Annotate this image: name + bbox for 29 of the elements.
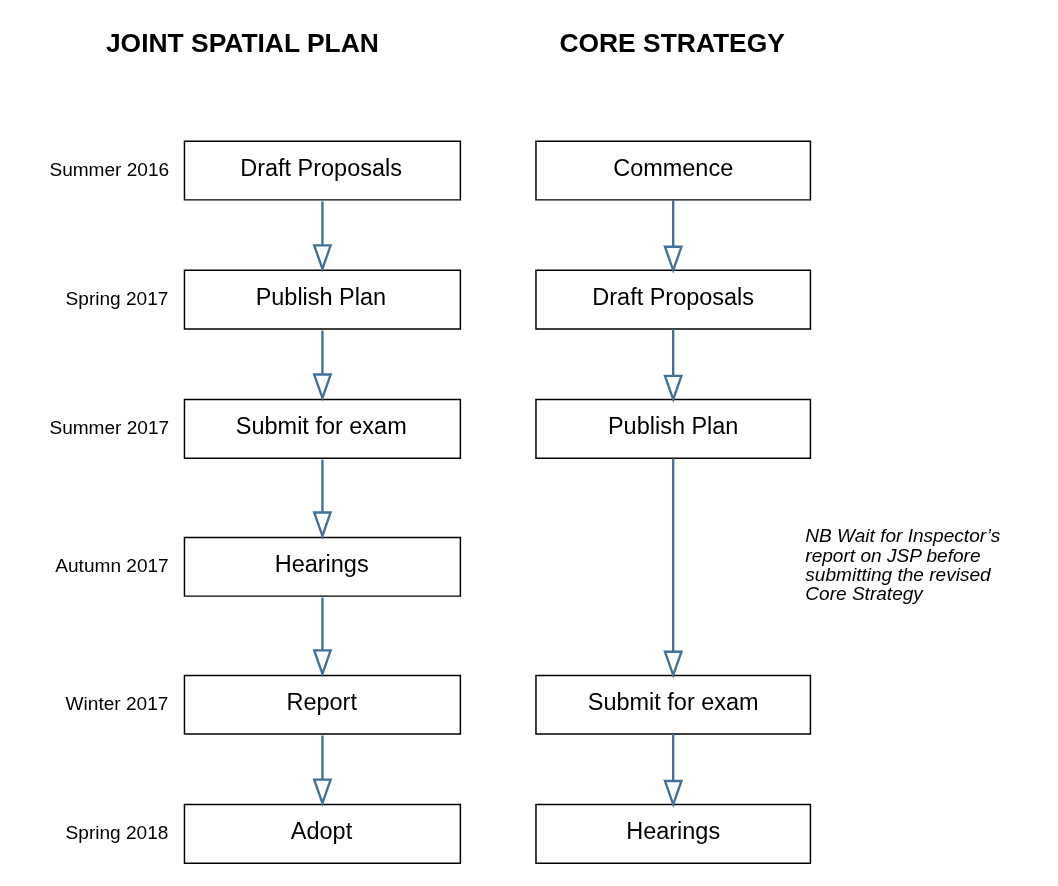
node-box: Commence — [535, 139, 812, 201]
node-box: Hearings — [183, 536, 462, 597]
node-box: Draft Proposals — [535, 269, 812, 330]
node-label: Summer 2016 — [49, 158, 170, 179]
label: JOINT SPATIAL PLAN — [105, 27, 379, 58]
node-box: Publish Plan — [183, 269, 462, 330]
arrow — [312, 459, 333, 539]
node-box: Hearings — [535, 803, 812, 864]
arrow — [312, 735, 333, 807]
node-box: Draft Proposals — [183, 139, 462, 201]
label: NB Wait for Inspector’s report on JSP before submitting the revised Core Strategy — [805, 524, 1001, 604]
node-label: Spring 2017 — [65, 287, 169, 309]
node-box: Adopt — [183, 803, 462, 864]
node-label: Autumn 2017 — [55, 554, 169, 576]
arrow — [663, 328, 684, 403]
arrow — [663, 457, 684, 679]
node-label: Spring 2018 — [65, 821, 169, 843]
arrow — [312, 597, 333, 677]
node-box: Submit for exam — [535, 674, 812, 735]
arrow — [312, 330, 333, 402]
node-box: Publish Plan — [535, 398, 812, 459]
node-label: Winter 2017 — [65, 692, 169, 714]
node-box: Report — [183, 674, 462, 735]
arrow — [663, 199, 684, 274]
label: CORE STRATEGY — [559, 27, 785, 58]
node-label: Summer 2017 — [49, 416, 170, 438]
node-box: Submit for exam — [183, 398, 462, 459]
arrow — [312, 200, 333, 272]
arrow — [663, 733, 684, 808]
